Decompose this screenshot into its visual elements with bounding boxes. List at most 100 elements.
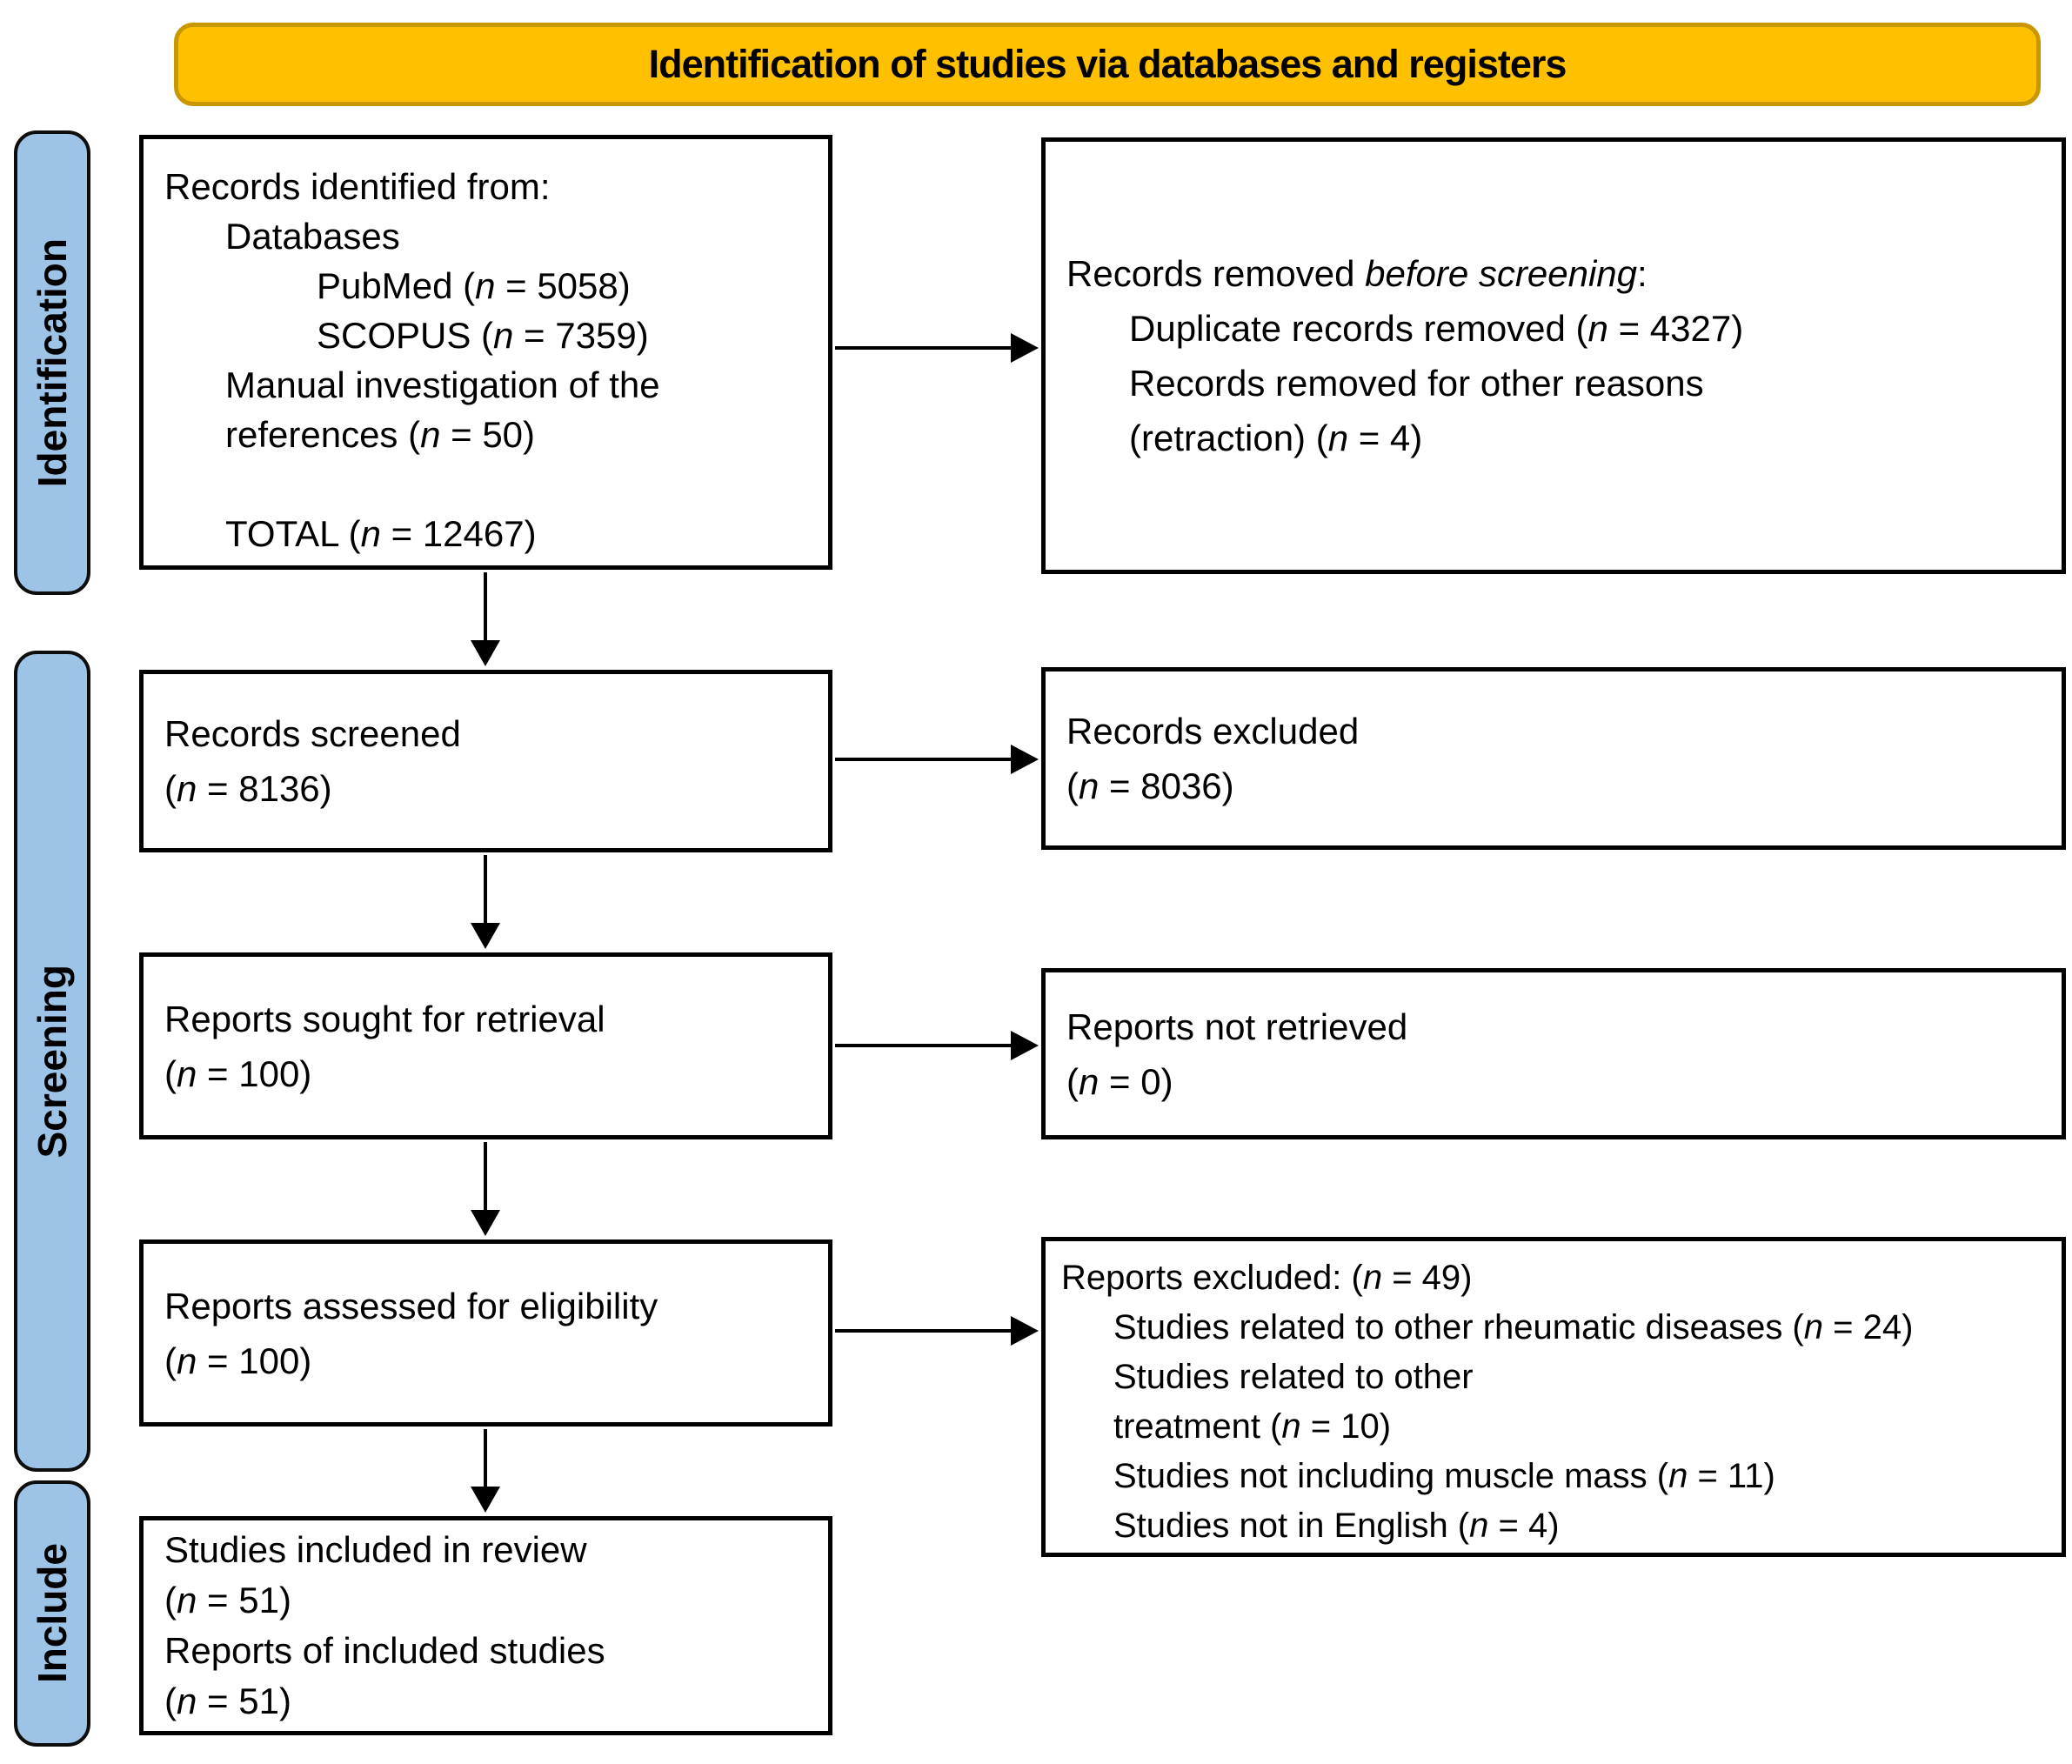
text-segment: = 100) bbox=[197, 1340, 312, 1381]
text-line: Records screened bbox=[164, 706, 821, 761]
text-line: treatment (n = 10) bbox=[1113, 1402, 2055, 1452]
text-segment: Databases bbox=[225, 216, 400, 257]
text-line: Reports sought for retrieval bbox=[164, 992, 821, 1046]
text-line: Manual investigation of the bbox=[225, 360, 821, 410]
text-line: references (n = 50) bbox=[225, 410, 821, 459]
stage-label-identification-text: Identification bbox=[30, 237, 75, 488]
arrowhead-right-icon bbox=[1011, 1031, 1039, 1060]
text-line: Reports assessed for eligibility bbox=[164, 1279, 821, 1333]
text-segment: ( bbox=[164, 1052, 177, 1094]
text-segment: ( bbox=[1066, 765, 1079, 806]
arrow-sought-to-not-retrieved bbox=[835, 1031, 1039, 1060]
text-line: (n = 8136) bbox=[164, 761, 821, 816]
italic-text-segment: n bbox=[475, 265, 496, 306]
text-line: Reports of included studies bbox=[164, 1626, 821, 1676]
italic-text-segment: n bbox=[420, 414, 441, 455]
arrow-line bbox=[484, 855, 487, 925]
box-reports-assessed-for-eligibility: Reports assessed for eligibility (n = 100… bbox=[139, 1239, 832, 1427]
text-segment: Studies not in English ( bbox=[1113, 1507, 1470, 1545]
italic-text-segment: n bbox=[1079, 1060, 1099, 1102]
arrowhead-right-icon bbox=[1011, 1316, 1039, 1346]
arrow-screened-to-excluded bbox=[835, 745, 1039, 774]
italic-text-segment: n bbox=[177, 768, 197, 809]
italic-text-segment: n bbox=[1281, 1407, 1301, 1446]
text-line: (n = 100) bbox=[164, 1046, 821, 1101]
arrowhead-down-icon bbox=[471, 640, 500, 666]
text-line: Studies related to other bbox=[1113, 1353, 2055, 1402]
text-line: TOTAL (n = 12467) bbox=[225, 509, 821, 558]
text-line: Reports not retrieved bbox=[1066, 999, 2055, 1054]
arrow-line bbox=[484, 572, 487, 642]
italic-text-segment: n bbox=[1327, 418, 1349, 458]
text-segment: = 7359) bbox=[513, 315, 649, 356]
arrow-line bbox=[484, 1429, 487, 1488]
text-line: Records removed for other reasons bbox=[1129, 356, 2055, 411]
arrow-identified-to-screened bbox=[471, 572, 500, 666]
arrow-assessed-to-included bbox=[471, 1429, 500, 1513]
text-line: Studies not including muscle mass (n = 1… bbox=[1113, 1452, 2055, 1501]
box-reports-excluded: Reports excluded: (n = 49) Studies relate… bbox=[1041, 1237, 2066, 1557]
banner-title: Identification of studies via databases … bbox=[648, 42, 1567, 86]
arrowhead-down-icon bbox=[471, 1487, 500, 1513]
arrow-screened-to-sought bbox=[471, 855, 500, 949]
italic-text-segment: n bbox=[177, 1052, 197, 1094]
text-segment: Records removed for other reasons bbox=[1129, 363, 1704, 404]
text-line: Reports excluded: (n = 49) bbox=[1061, 1253, 2055, 1303]
italic-text-segment: n bbox=[177, 1580, 197, 1620]
text-segment: Reports sought for retrieval bbox=[164, 998, 605, 1039]
text-segment: = 4) bbox=[1348, 418, 1423, 458]
text-segment: Records identified from: bbox=[164, 166, 551, 207]
text-segment: Reports assessed for eligibility bbox=[164, 1285, 658, 1326]
text-segment: = 4) bbox=[1488, 1507, 1560, 1545]
text-line: Studies not in English (n = 4) bbox=[1113, 1501, 2055, 1551]
stage-label-include: Include bbox=[14, 1480, 90, 1747]
italic-text-segment: n bbox=[1469, 1507, 1489, 1545]
italic-text-segment: n bbox=[1362, 1259, 1383, 1297]
arrow-sought-to-assessed bbox=[471, 1142, 500, 1236]
italic-text-segment: n bbox=[1587, 308, 1608, 349]
text-segment: = 11) bbox=[1688, 1457, 1775, 1495]
italic-text-segment: before screening bbox=[1365, 253, 1638, 294]
arrow-line bbox=[835, 758, 1013, 761]
text-line: (n = 0) bbox=[1066, 1054, 2055, 1109]
box-records-removed-before-screening: Records removed before screening:Duplica… bbox=[1041, 137, 2066, 574]
title-banner: Identification of studies via databases … bbox=[174, 23, 2041, 106]
text-segment: Studies related to other bbox=[1113, 1358, 1474, 1396]
text-segment: = 8136) bbox=[197, 768, 332, 809]
arrow-assessed-to-reports-excluded bbox=[835, 1316, 1039, 1346]
text-segment: = 100) bbox=[197, 1052, 312, 1094]
arrowhead-down-icon bbox=[471, 923, 500, 949]
text-segment: = 8036) bbox=[1099, 765, 1234, 806]
box-records-excluded: Records excluded(n = 8036) bbox=[1041, 667, 2066, 850]
text-segment: Records excluded bbox=[1066, 711, 1360, 752]
stage-label-include-text: Include bbox=[30, 1543, 75, 1684]
text-line: Records excluded bbox=[1066, 704, 2055, 758]
text-segment: Duplicate records removed ( bbox=[1129, 308, 1588, 349]
box-reports-sought-for-retrieval: Reports sought for retrieval (n = 100) bbox=[139, 952, 832, 1139]
text-segment: Records screened bbox=[164, 713, 461, 754]
text-segment: = 12467) bbox=[380, 513, 537, 554]
text-segment: = 24) bbox=[1823, 1308, 1914, 1346]
text-segment: Manual investigation of the bbox=[225, 364, 660, 405]
arrowhead-right-icon bbox=[1011, 745, 1039, 774]
text-segment: (retraction) ( bbox=[1129, 418, 1328, 458]
box-reports-not-retrieved: Reports not retrieved (n = 0) bbox=[1041, 968, 2066, 1139]
text-line: (retraction) (n = 4) bbox=[1129, 411, 2055, 465]
arrow-line bbox=[484, 1142, 487, 1212]
text-segment: ( bbox=[164, 1580, 177, 1620]
text-line: (n = 51) bbox=[164, 1575, 821, 1626]
box-studies-included-in-review: Studies included in review(n = 51)Report… bbox=[139, 1516, 832, 1735]
stage-label-screening: Screening bbox=[14, 651, 90, 1472]
italic-text-segment: n bbox=[177, 1340, 197, 1381]
text-segment: ( bbox=[164, 1340, 177, 1381]
text-segment: Reports not retrieved bbox=[1066, 1006, 1408, 1047]
stage-label-screening-text: Screening bbox=[30, 964, 75, 1159]
stage-label-identification: Identification bbox=[14, 130, 90, 595]
text-line: Duplicate records removed (n = 4327) bbox=[1129, 301, 2055, 356]
text-segment: ( bbox=[1066, 1060, 1079, 1102]
text-line: Records removed before screening: bbox=[1066, 246, 2055, 301]
text-line: SCOPUS (n = 7359) bbox=[317, 311, 821, 360]
text-line: Studies included in review bbox=[164, 1525, 821, 1575]
text-segment: = 51) bbox=[197, 1580, 291, 1620]
